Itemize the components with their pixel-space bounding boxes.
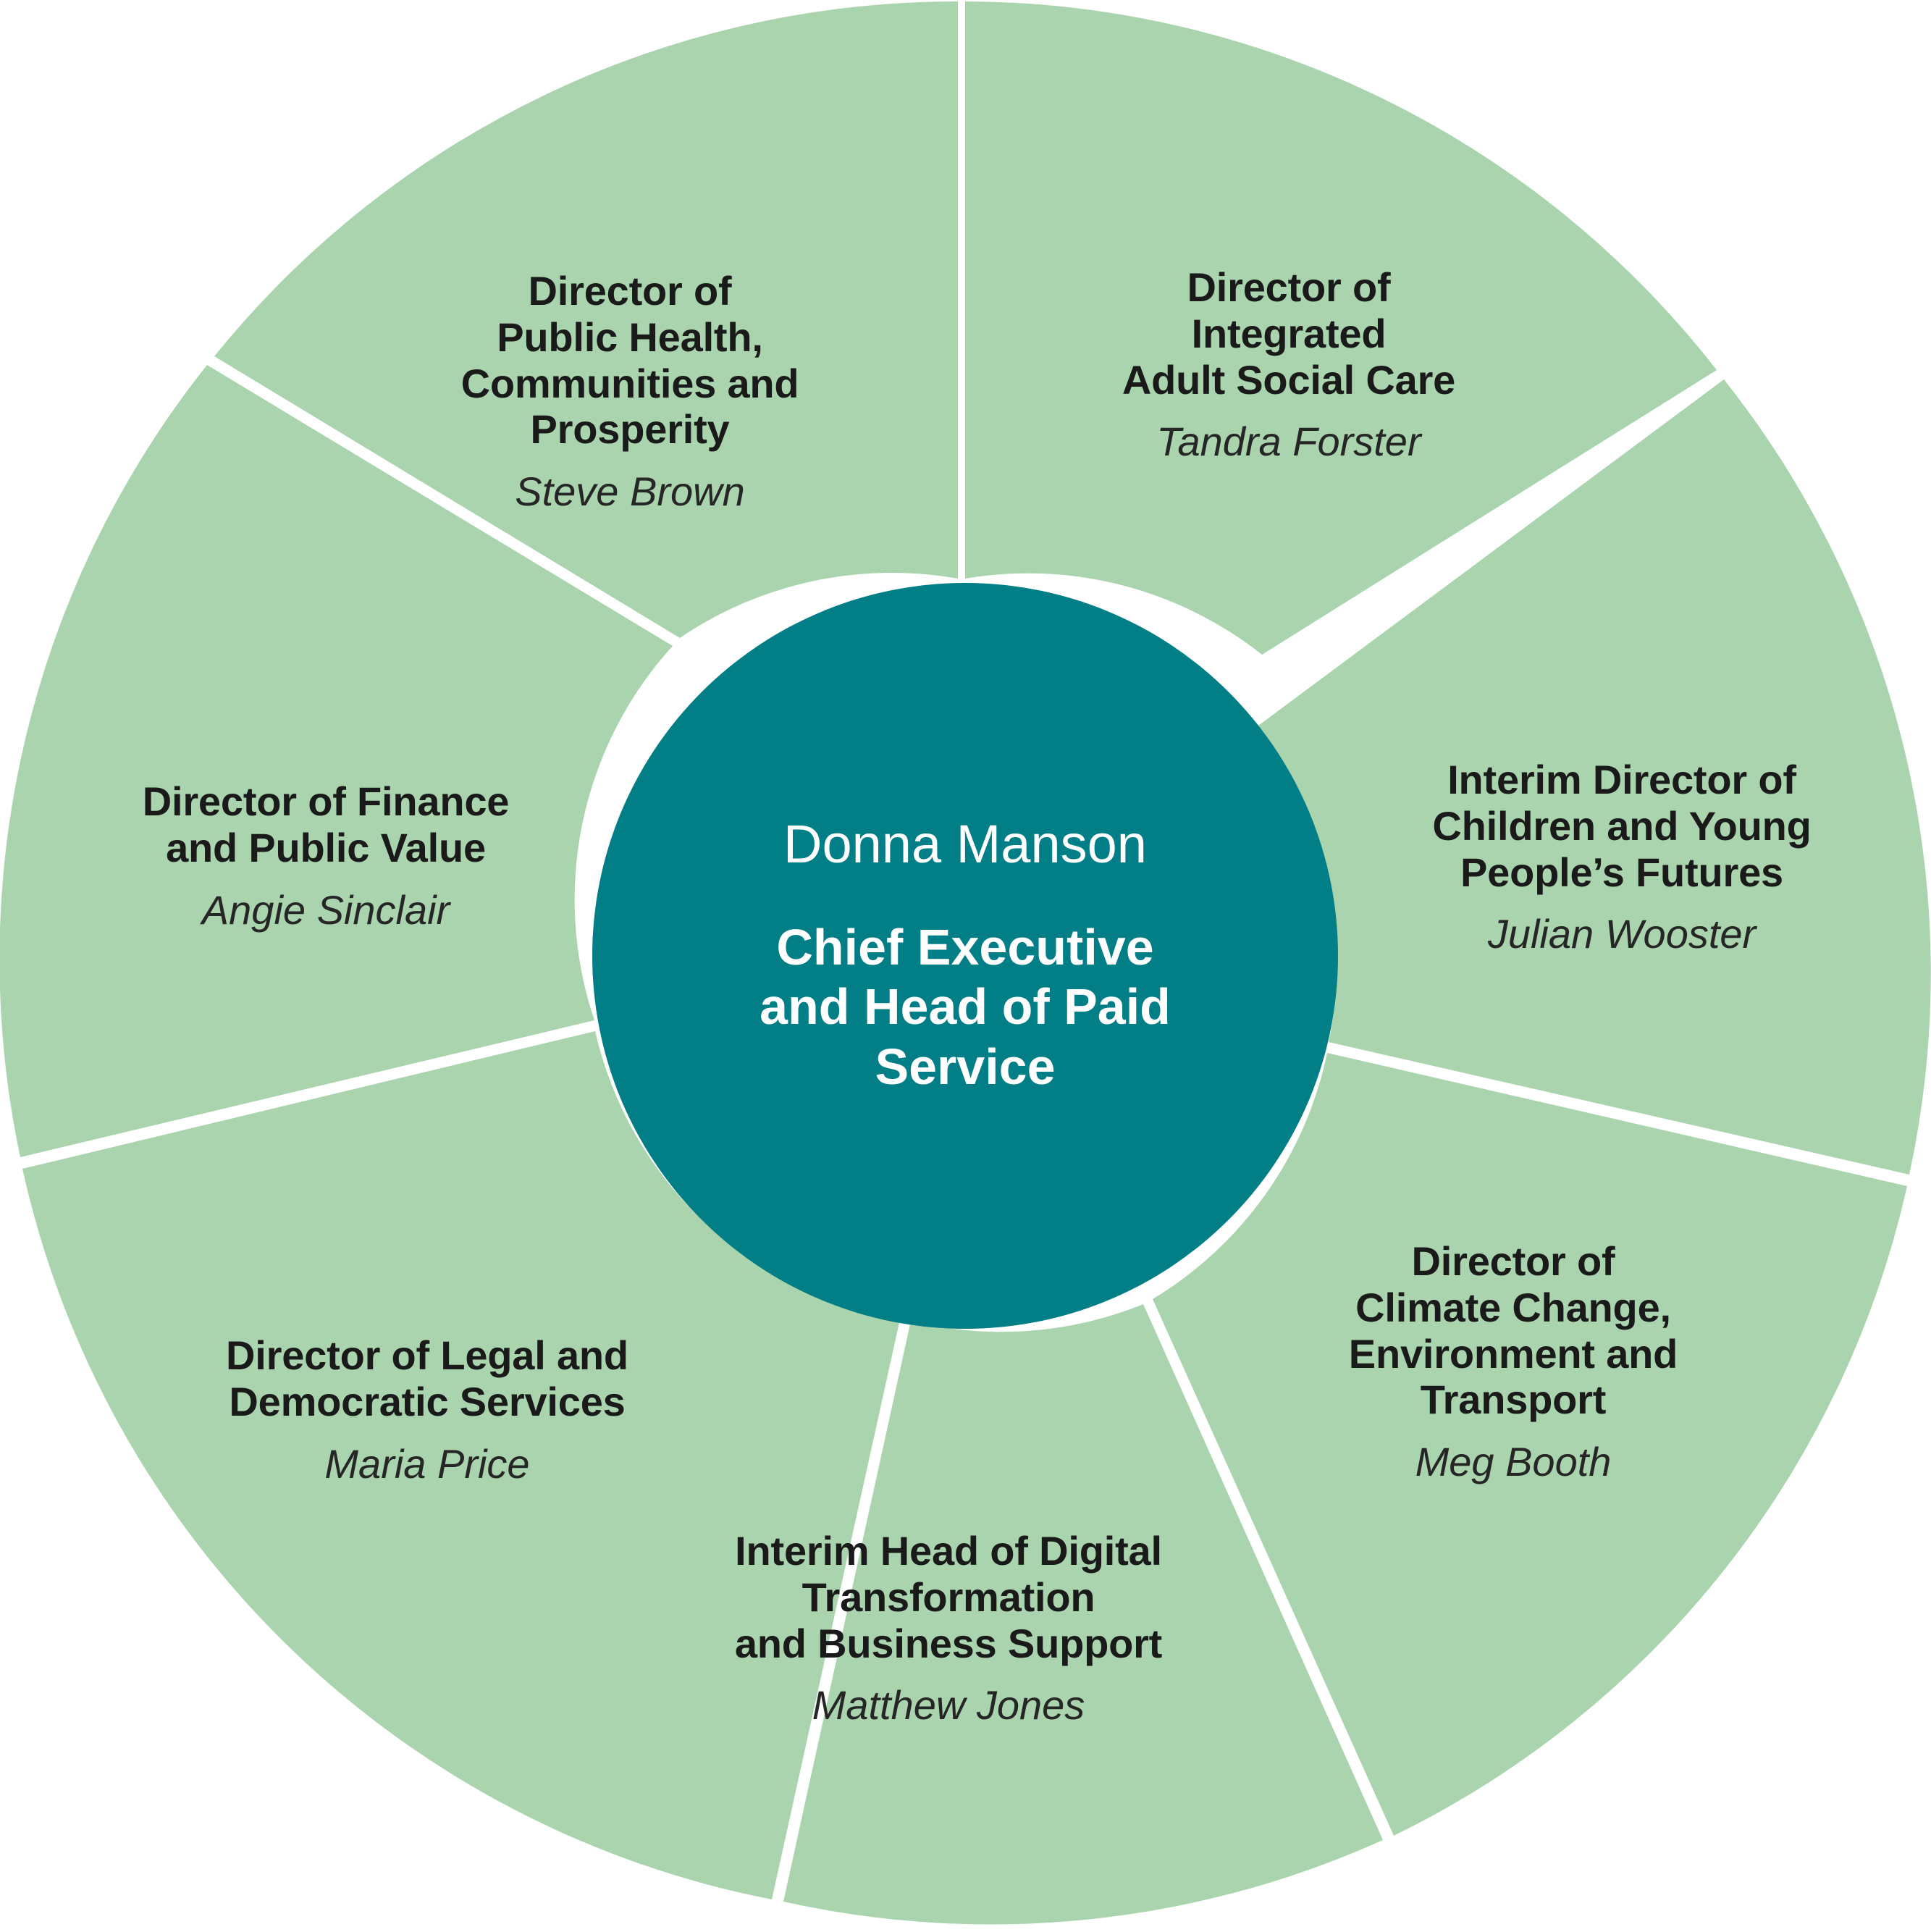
segment-climate[interactable] — [1153, 1053, 1907, 1836]
centre-hub[interactable]: Donna Manson Chief Executive and Head of… — [592, 583, 1338, 1329]
segment-finance[interactable] — [0, 365, 673, 1157]
centre-role-title: Chief Executive and Head of Paid Service — [760, 918, 1171, 1095]
centre-person-name: Donna Manson — [783, 814, 1147, 875]
segment-digital[interactable] — [783, 1304, 1383, 1925]
segment-adult-social[interactable] — [965, 1, 1717, 655]
segment-legal[interactable] — [22, 1031, 900, 1899]
segment-public-health[interactable] — [214, 1, 958, 638]
segment-children[interactable] — [1255, 379, 1931, 1175]
